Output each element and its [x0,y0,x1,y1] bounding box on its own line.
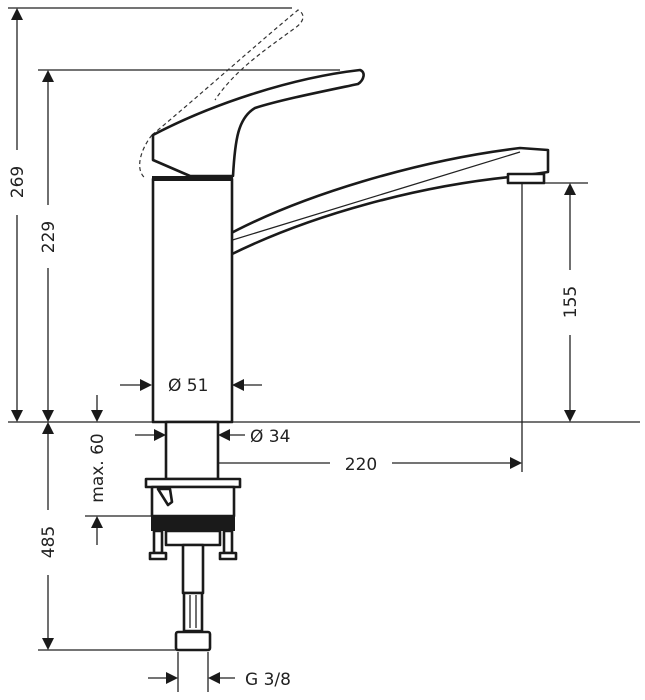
dimension-label: Ø 34 [250,427,290,447]
hose-fitting [182,591,204,633]
collar [152,176,233,181]
dimension-label: 220 [345,455,377,475]
dimension-label: 485 [39,526,59,558]
dimension-thread: G 3/8 [148,670,291,690]
extension-lines [8,7,640,692]
dimension-label: 229 [39,221,59,253]
mount-plate [164,529,222,547]
dimension-220: 220 [193,455,522,475]
shank [164,420,220,481]
dimension-label: max. 60 [88,433,108,502]
hose [181,543,205,595]
dimension-label: G 3/8 [245,670,291,690]
stud-right [222,529,234,555]
body [151,177,234,424]
mount-ring [151,516,235,531]
dimension-label: 269 [8,166,28,198]
dimension-label: Ø 51 [168,376,208,396]
dimension-diameter-51: Ø 51 [120,376,262,396]
connection-nut [174,630,212,652]
spout [218,146,550,258]
dimension-269: 269 [8,8,28,422]
dimension-diameter-34: Ø 34 [135,427,290,447]
stud-left [152,529,164,555]
dimension-max-60: max. 60 [88,395,108,545]
lever-open-outline [139,9,304,179]
faucet [139,9,550,652]
dimension-485: 485 [39,422,59,650]
dimension-229: 229 [39,70,59,422]
aerator [506,172,546,185]
dimension-label: 155 [561,286,581,318]
dimension-155: 155 [561,183,581,422]
lever [151,68,365,178]
